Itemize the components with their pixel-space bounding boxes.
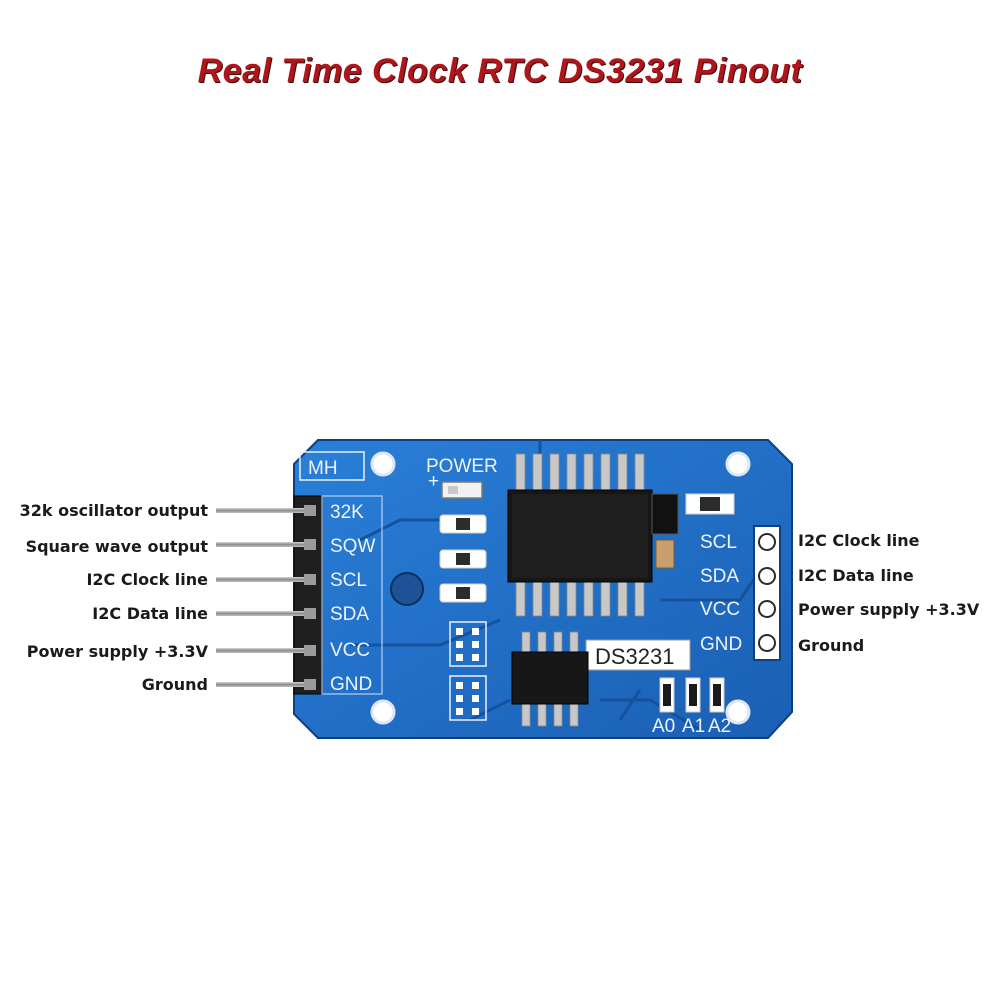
silk-pin-gnd-left: GND [330,674,372,695]
chip-label: DS3231 [595,644,675,669]
right-header-holes [758,533,776,652]
power-silk-label: POWER [426,456,498,477]
silk-pin-sqw: SQW [330,536,375,557]
smd-right [651,493,735,569]
left-header [293,495,323,695]
label-i2c-data-left: I2C Data line [92,604,208,623]
eeprom-chip [511,631,589,727]
silk-pin-sda-right: SDA [700,566,739,587]
label-ground-right: Ground [798,636,865,655]
label-i2c-data-right: I2C Data line [798,566,914,585]
svg-text:+: + [428,471,439,492]
addr-pad-a0: A0 [652,716,675,737]
silk-pin-sda-left: SDA [330,604,369,625]
left-header-pin-stubs [304,505,316,690]
silk-pin-vcc-right: VCC [700,599,740,620]
label-32k-output: 32k oscillator output [19,501,208,520]
mounting-holes [370,451,751,725]
label-power-left: Power supply +3.3V [26,642,208,661]
silk-pin-32k: 32K [330,502,364,523]
label-power-right: Power supply +3.3V [798,600,980,619]
smd-resistors [439,514,487,603]
label-ground-left: Ground [141,675,208,694]
silk-pin-gnd-right: GND [700,634,742,655]
label-i2c-clock-right: I2C Clock line [798,531,920,550]
left-header-pins [216,508,304,687]
label-square-wave: Square wave output [25,537,208,556]
addr-pad-a2: A2 [708,716,731,737]
silk-pin-scl-right: SCL [700,532,737,553]
brand-mark: MH [308,458,338,479]
ds3231-chip [507,453,653,617]
page-title: Real Time Clock RTC DS3231 Pinout [197,52,803,90]
silk-pin-vcc-left: VCC [330,640,370,661]
addr-pad-a1: A1 [682,716,705,737]
round-component [390,572,424,606]
unpopulated-pads [449,621,487,721]
address-jumpers [659,677,725,713]
silk-pin-scl-left: SCL [330,570,367,591]
label-i2c-clock-left: I2C Clock line [86,570,208,589]
